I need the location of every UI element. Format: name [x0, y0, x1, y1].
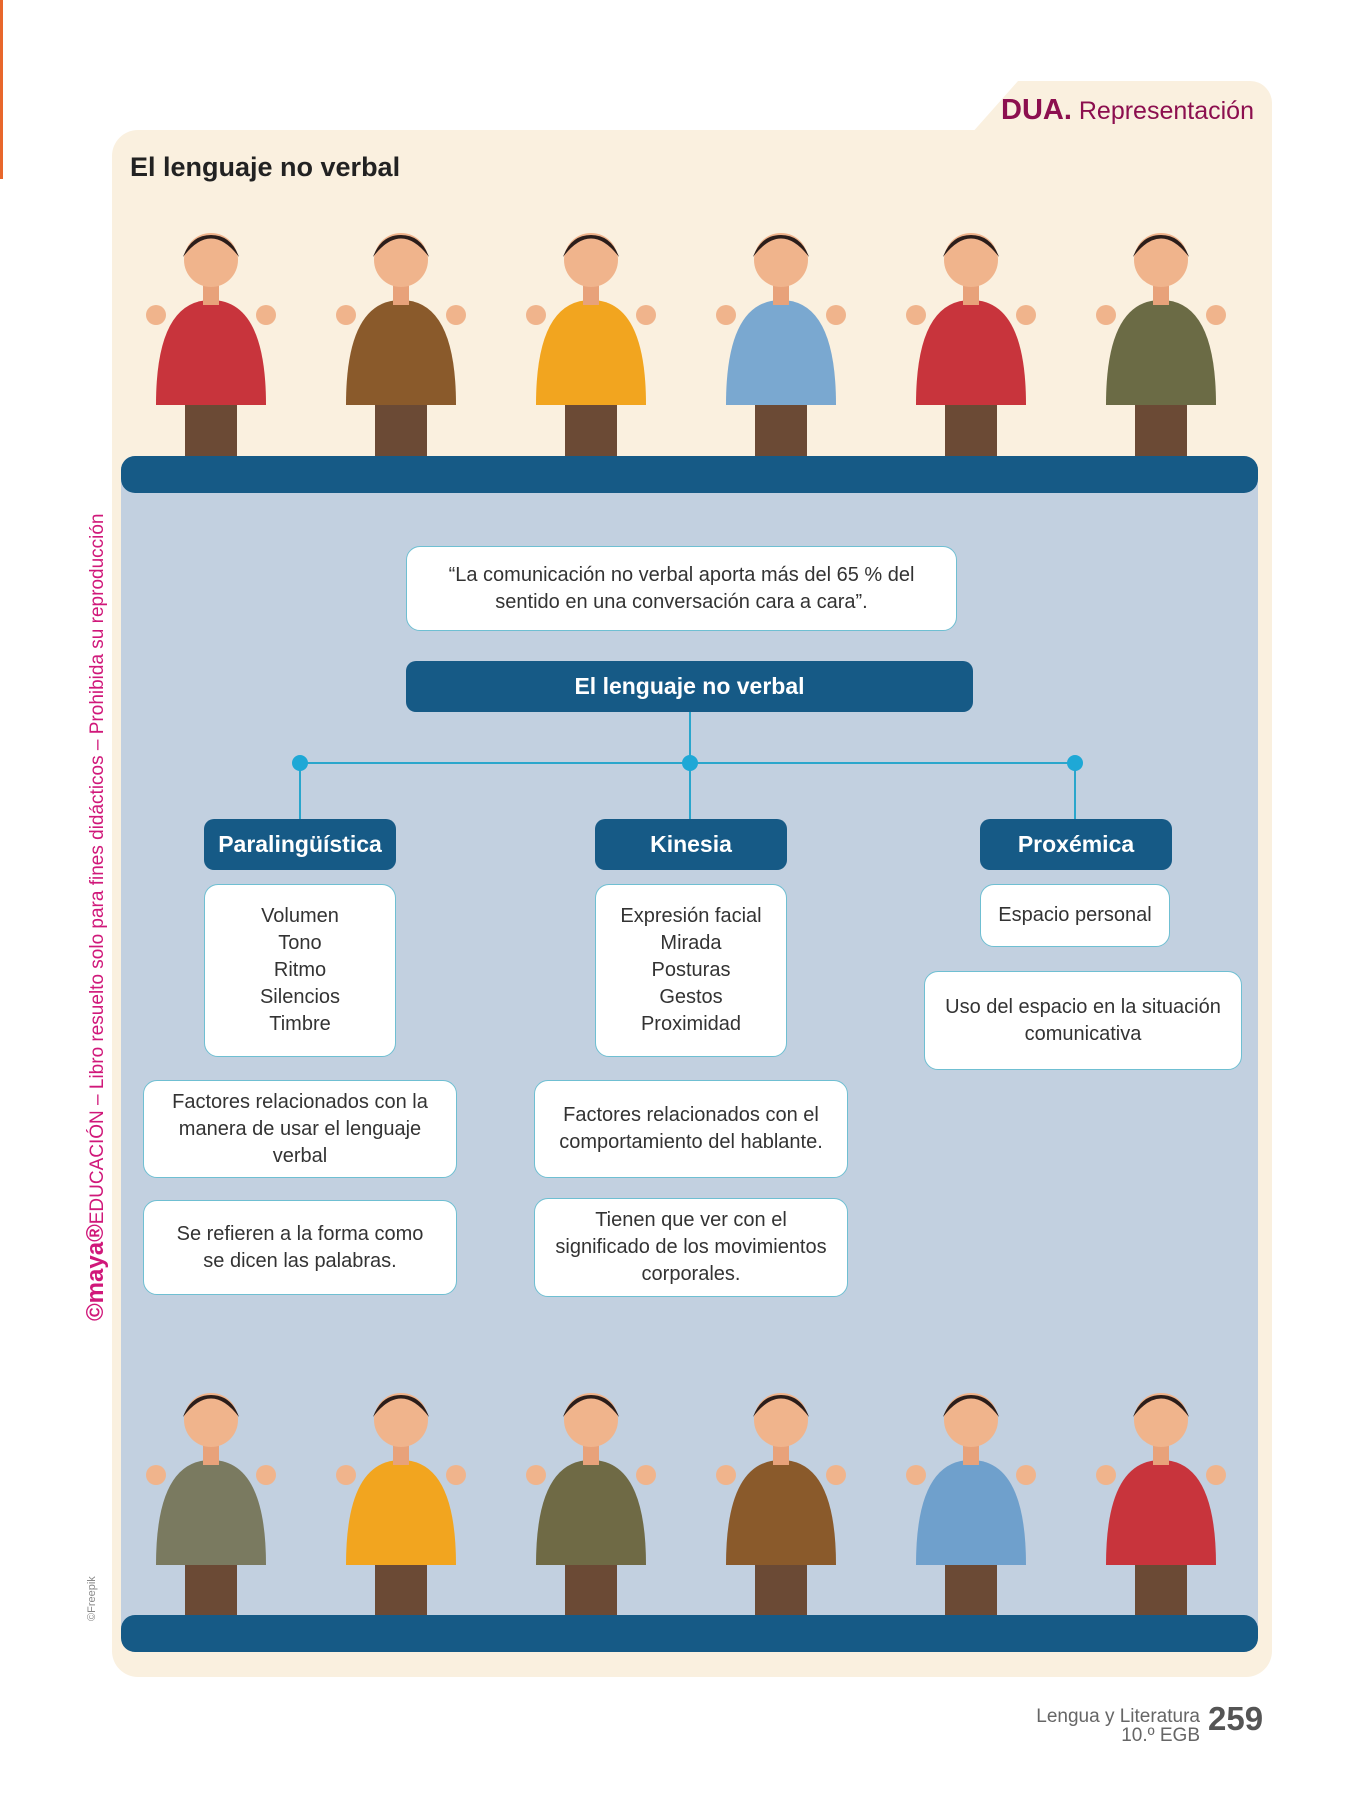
connector — [1074, 763, 1076, 819]
connector-dot — [682, 755, 698, 771]
person-figure — [526, 1393, 656, 1617]
person-figure — [526, 233, 656, 457]
kinesia-detail: Tienen que ver con el significado de los… — [534, 1198, 848, 1297]
kinesia-description: Factores relacionados con el comportamie… — [534, 1080, 848, 1178]
branch-kinesia: Kinesia — [595, 819, 787, 870]
connector — [689, 763, 691, 819]
page-edge-stripe — [0, 0, 3, 179]
dua-prefix: DUA. — [1001, 94, 1072, 126]
bottom-bar — [121, 1615, 1258, 1652]
copyright-text: EDUCACIÓN – Libro resuelto solo para fin… — [87, 513, 108, 1225]
paralinguistica-detail: Se refieren a la forma como se dicen las… — [143, 1200, 457, 1295]
connector — [299, 763, 301, 819]
top-bar — [121, 456, 1258, 493]
root-node: El lenguaje no verbal — [406, 661, 973, 712]
grade: 10.º EGB — [1121, 1725, 1200, 1746]
paralinguistica-items: Volumen Tono Ritmo Silencios Timbre — [204, 884, 396, 1057]
brand-logo: ©maya® — [82, 1224, 109, 1321]
person-figure — [146, 233, 276, 457]
person-figure — [906, 233, 1036, 457]
illustration-people-top — [146, 233, 1226, 457]
page-number: 259 — [1208, 1700, 1264, 1737]
connector-dot — [1067, 755, 1083, 771]
person-figure — [1096, 1393, 1226, 1617]
copyright-sidebar: ©maya®EDUCACIÓN – Libro resuelto solo pa… — [82, 514, 110, 1322]
branch-paralinguistica: Paralingüística — [204, 819, 396, 870]
subject: Lengua y Literatura — [1036, 1706, 1200, 1727]
kinesia-items: Expresión facial Mirada Posturas Gestos … — [595, 884, 787, 1057]
paralinguistica-description: Factores relacionados con la manera de u… — [143, 1080, 457, 1178]
person-figure — [336, 233, 466, 457]
image-credit: ©Freepik — [86, 1576, 98, 1621]
page-title: El lenguaje no verbal — [130, 152, 401, 182]
connector — [689, 712, 691, 763]
proxemica-description: Uso del espacio en la situación comunica… — [924, 971, 1242, 1070]
illustration-people-bottom — [146, 1393, 1226, 1617]
person-figure — [906, 1393, 1036, 1617]
person-figure — [146, 1393, 276, 1617]
quote-box: “La comunicación no verbal aporta más de… — [406, 546, 957, 631]
proxemica-items: Espacio personal — [980, 884, 1170, 947]
branch-proxemica: Proxémica — [980, 819, 1172, 870]
person-figure — [336, 1393, 466, 1617]
person-figure — [716, 233, 846, 457]
person-figure — [716, 1393, 846, 1617]
connector-dot — [292, 755, 308, 771]
dua-section: Representación — [1078, 97, 1254, 125]
dua-label: DUA. Representación — [1001, 94, 1254, 127]
dua-tab — [963, 81, 1272, 161]
person-figure — [1096, 233, 1226, 457]
